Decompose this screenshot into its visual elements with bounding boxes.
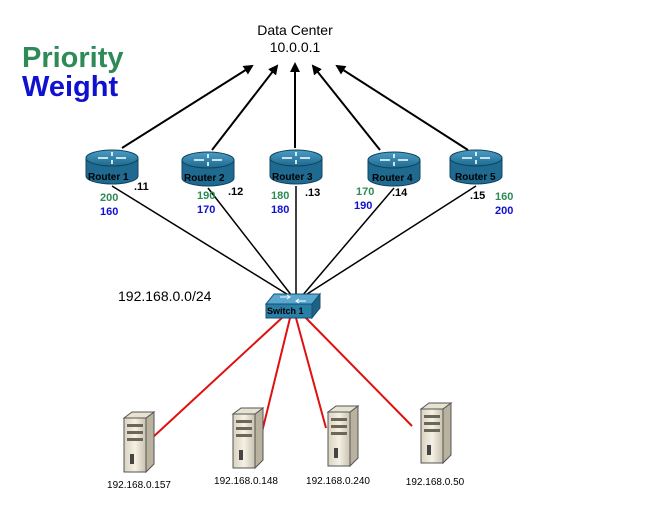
link-router4-datacenter [311, 64, 381, 151]
link-router5-datacenter [335, 64, 469, 151]
legend-weight: Weight [22, 71, 119, 103]
link-switch-server1 [151, 315, 285, 439]
datacenter-ip: 10.0.0.1 [269, 39, 321, 55]
server-ip-label: 192.168.0.240 [306, 476, 370, 487]
routers [85, 149, 503, 187]
link-switch-server4 [303, 315, 413, 427]
link-switch-server2 [261, 317, 291, 433]
server-icon [231, 407, 265, 470]
router-weight: 160 [100, 206, 119, 218]
router-priority: 160 [495, 191, 514, 203]
datacenter-label: Data Center 10.0.0.1 [235, 22, 355, 56]
server-ip-label: 192.168.0.148 [214, 476, 278, 487]
router-weight: 190 [354, 200, 373, 212]
switch-label: Switch 1 [267, 306, 304, 316]
switch-icon [264, 292, 322, 320]
legend-priority: Priority [22, 42, 124, 74]
router-icon [85, 149, 139, 185]
server-ip-label: 192.168.0.50 [405, 477, 465, 488]
server-icon [122, 411, 156, 474]
switch-links [111, 185, 477, 297]
router-label: Router 5 [455, 172, 496, 183]
router-icon [449, 149, 503, 185]
link-router2-switch [207, 187, 293, 297]
router-ip-suffix: .13 [305, 187, 321, 199]
server-ip-label: 192.168.0.157 [107, 480, 171, 491]
servers [122, 402, 453, 474]
router-label: Router 3 [272, 172, 313, 183]
router-priority: 190 [197, 190, 216, 202]
link-router2-datacenter [211, 64, 279, 151]
router-ip-suffix: .14 [392, 187, 408, 199]
router-icon [367, 151, 421, 187]
router-label: Router 2 [184, 173, 225, 184]
router-icon [181, 151, 235, 187]
router-priority: 170 [356, 186, 375, 198]
router-priority: 200 [100, 192, 119, 204]
link-switch-server3 [295, 317, 327, 429]
link-router4-switch [301, 187, 395, 297]
server-icon [419, 402, 453, 465]
link-router1-datacenter [121, 64, 254, 149]
router-label: Router 4 [372, 173, 413, 184]
router-priority: 180 [271, 190, 290, 202]
router-ip-suffix: .15 [470, 190, 486, 202]
datacenter-name: Data Center [257, 22, 333, 38]
router-weight: 180 [271, 204, 290, 216]
server-links [151, 315, 413, 439]
datacenter-links [121, 62, 469, 151]
router-weight: 200 [495, 205, 514, 217]
link-router5-switch [303, 185, 477, 297]
router-label: Router 1 [88, 172, 129, 183]
router-ip-suffix: .12 [228, 186, 244, 198]
router-icon [269, 149, 323, 185]
subnet-label: 192.168.0.0/24 [118, 288, 212, 304]
server-icon [326, 405, 360, 468]
router-weight: 170 [197, 204, 216, 216]
link-router1-switch [111, 185, 291, 297]
router-ip-suffix: .11 [134, 181, 149, 193]
